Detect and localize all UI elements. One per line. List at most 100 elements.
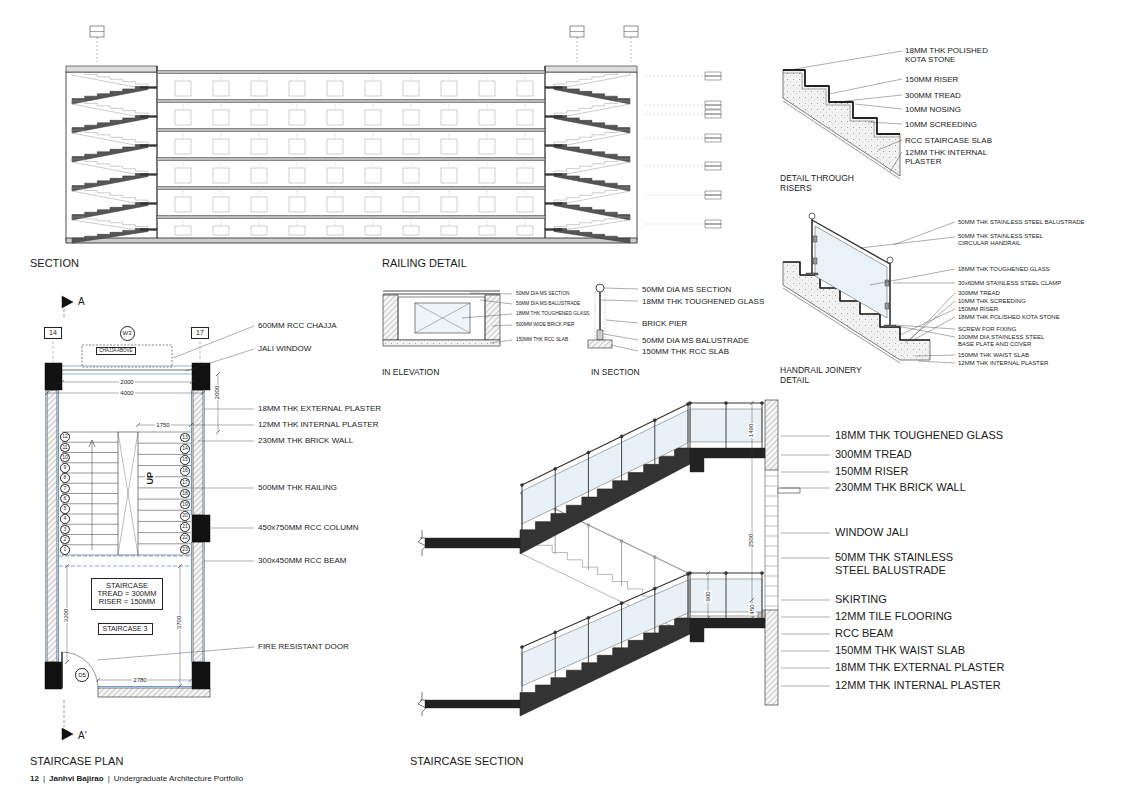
drop-line: [221, 133, 222, 138]
balustrade-post: [690, 403, 691, 448]
drop-line: [373, 75, 374, 80]
stair-flight: [554, 145, 630, 163]
node-text: 13: [182, 435, 188, 441]
handrail: [522, 574, 688, 647]
stair-landing: [545, 229, 562, 231]
window-opening: [251, 139, 267, 154]
level-tag: [705, 105, 721, 109]
window-opening: [517, 197, 533, 212]
window-opening: [403, 110, 419, 125]
drop-line: [487, 162, 488, 167]
drop-line: [221, 191, 222, 196]
stair-tread: [62, 493, 118, 494]
window-opening: [175, 81, 191, 96]
annotation-label: 300MM TREAD: [835, 448, 912, 461]
brick-wall: [193, 542, 203, 662]
balustrade-post: [811, 219, 813, 275]
level-tag: [705, 72, 721, 76]
leader-line: [890, 152, 902, 172]
dimension-tick: [178, 564, 182, 568]
clamp: [885, 280, 889, 286]
stair-landing: [140, 87, 157, 89]
jali-bar: [765, 536, 778, 537]
leader-line: [781, 533, 830, 534]
window-opening: [441, 81, 457, 96]
floor-line: [420, 538, 425, 539]
jali-window: [62, 374, 192, 375]
dimension-tick: [216, 372, 220, 376]
annotation-label: 150MM RISER: [905, 75, 958, 84]
balustrade-post: [588, 525, 589, 570]
stair-flight: [554, 87, 630, 105]
node-text: 17: [182, 480, 188, 486]
step-number: 19: [180, 500, 190, 510]
leader-line: [192, 425, 254, 426]
grid-line: [97, 37, 98, 62]
post-ball: [809, 213, 815, 219]
post-knob: [688, 401, 691, 404]
leader-line: [897, 326, 955, 337]
drop-line: [411, 133, 412, 138]
annotation-label: SKIRTING: [835, 593, 887, 606]
annotation-label: A': [78, 730, 87, 742]
stair-flight: [72, 145, 148, 163]
drop-line: [335, 75, 336, 80]
leader-line: [829, 79, 902, 94]
node-text: 21: [182, 524, 188, 530]
jali-bar: [765, 556, 778, 557]
window-opening: [213, 139, 229, 154]
balustrade-post: [555, 469, 556, 514]
drop-line: [297, 220, 298, 225]
window-opening: [327, 226, 343, 235]
internal-plaster: [191, 390, 192, 515]
drop-line: [183, 162, 184, 167]
stair-wall: [544, 66, 545, 240]
jali-bar: [765, 526, 778, 527]
leader-line: [192, 488, 254, 489]
level-line: [645, 114, 703, 115]
window-opening: [517, 81, 533, 96]
annotation-label: 18MM THK EXTERNAL PLASTER: [258, 404, 381, 413]
leader-line: [893, 222, 955, 245]
footer-text: Janhvi Bajirao: [49, 774, 104, 783]
window-opening: [289, 226, 305, 235]
ms-section: [596, 284, 604, 292]
window-opening: [479, 110, 495, 125]
brick-pier-outline: [595, 292, 605, 340]
window-opening: [327, 81, 343, 96]
drop-line: [449, 104, 450, 109]
base-plate: [884, 325, 896, 327]
jali-bar: [765, 496, 778, 497]
landing-slab: [425, 538, 520, 548]
window-jali: [765, 470, 766, 610]
dimension-tick: [45, 391, 49, 395]
annotation-label: 18MM THK EXTERNAL PLASTER: [835, 661, 1004, 674]
screeding: [783, 73, 900, 137]
ms-balustrade: [597, 330, 603, 340]
brick-wall: [98, 688, 210, 697]
level-tag: [705, 76, 721, 80]
window-opening: [213, 168, 229, 183]
level-tag: [705, 191, 721, 195]
drop-line: [183, 133, 184, 138]
drop-line: [335, 104, 336, 109]
window-opening: [327, 110, 343, 125]
stair-wall: [156, 66, 157, 240]
level-line: [645, 195, 703, 196]
annotation-label: 10MM SCREEDING: [905, 120, 977, 129]
jali-bar: [765, 576, 778, 577]
drop-line: [335, 220, 336, 225]
annotation-label: 230MM THK BRICK WALL: [258, 436, 353, 445]
ms-rail: [383, 294, 500, 295]
rcc-column: [45, 662, 62, 689]
window-opening: [479, 226, 495, 235]
drop-line: [449, 220, 450, 225]
step-number: 21: [180, 522, 190, 532]
node-text: CHAJJA ABOVE: [99, 349, 132, 354]
parapet: [66, 66, 157, 72]
landing-slab: [690, 448, 765, 458]
drop-line: [411, 191, 412, 196]
leader-line: [611, 345, 638, 351]
stair-tread: [62, 452, 118, 453]
